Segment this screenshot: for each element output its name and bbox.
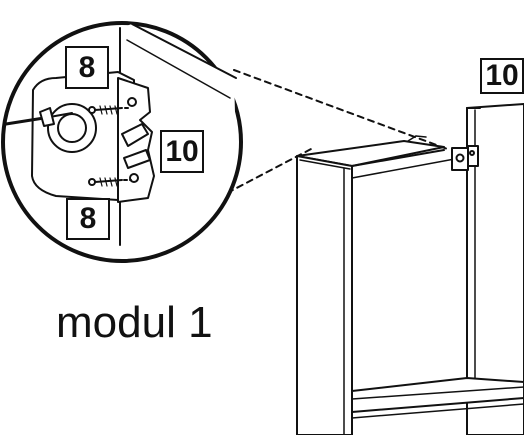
bracket-callout-main: 10	[480, 58, 524, 94]
leader-lines	[207, 69, 451, 204]
bracket-callout-zoom: 10	[160, 130, 204, 173]
bracket-on-cabinet	[451, 145, 479, 171]
zoom-detail	[1, 21, 243, 263]
screw-callout-bottom: 8	[66, 198, 110, 240]
screw-lower	[88, 177, 132, 187]
module-caption: modul 1	[56, 298, 213, 347]
screw-callout-top: 8	[65, 46, 109, 89]
screw-upper	[88, 105, 132, 115]
screwdriver	[4, 107, 73, 127]
cabinet-module	[296, 103, 524, 435]
bottom-shelf	[351, 377, 524, 413]
left-panel-front	[296, 155, 353, 435]
